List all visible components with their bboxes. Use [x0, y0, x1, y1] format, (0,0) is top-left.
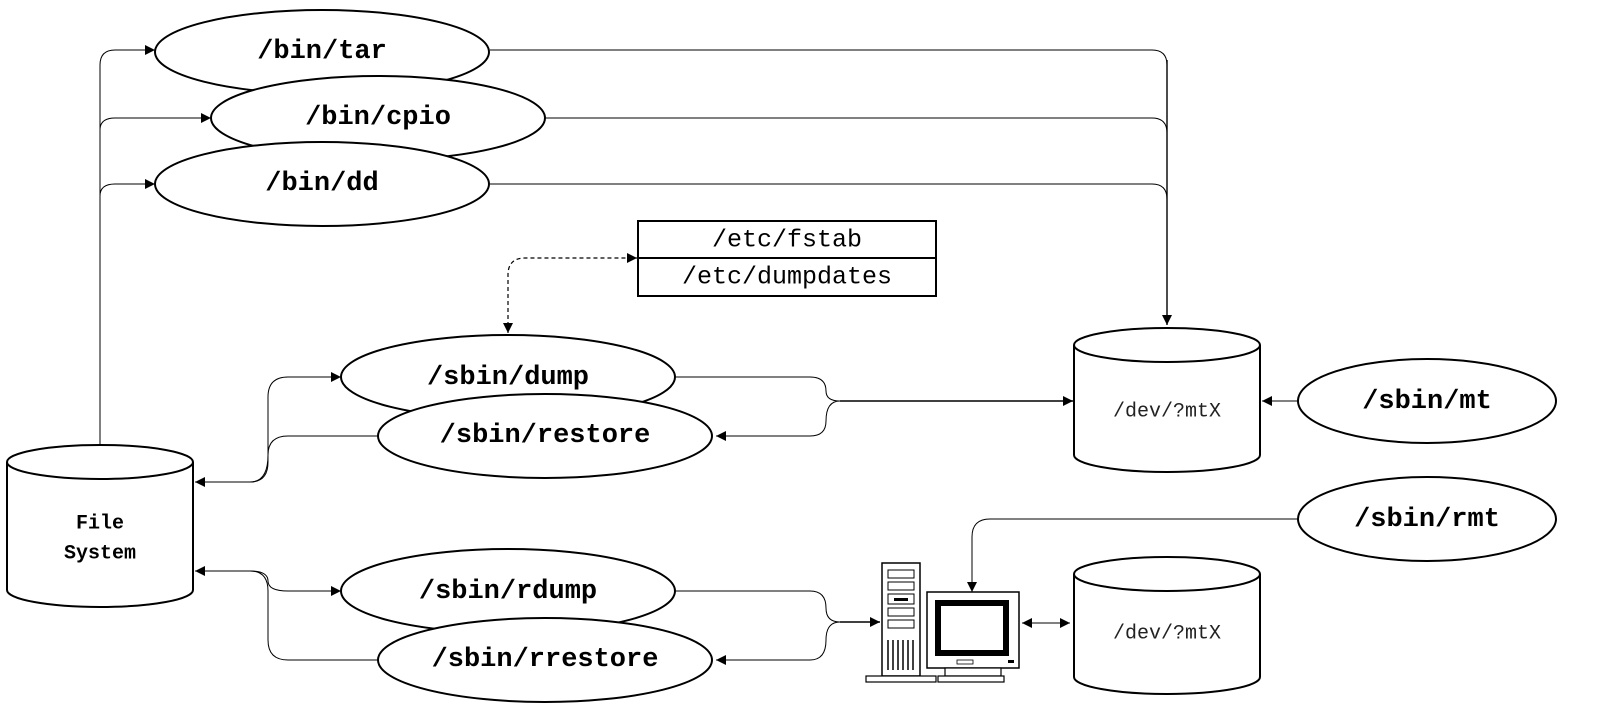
computer-icon	[865, 562, 1020, 683]
tar-to-tape-line	[490, 49, 1168, 66]
label-bin-tar: /bin/tar	[257, 37, 387, 67]
filesystem-label-line1: File	[76, 513, 124, 536]
node-sbin-mt: /sbin/mt	[1297, 358, 1557, 444]
config-dumpdates: /etc/dumpdates	[682, 263, 892, 292]
host-to-rrestore-line	[716, 621, 841, 665]
node-bin-cpio: /bin/cpio	[210, 75, 546, 161]
node-bin-dd: /bin/dd	[154, 141, 490, 227]
rmt-to-host-line	[967, 518, 1298, 592]
fs-to-cpio-line	[99, 113, 211, 131]
dump-to-tape-line	[676, 376, 841, 402]
fs-to-dump-line	[200, 372, 341, 483]
remote-tape-device: /dev/?mtX	[1073, 556, 1261, 695]
label-sbin-rdump: /sbin/rdump	[419, 577, 597, 607]
node-sbin-rmt: /sbin/rmt	[1297, 476, 1557, 562]
remote-tape-label: /dev/?mtX	[1113, 623, 1221, 646]
node-bin-tar: /bin/tar	[154, 9, 490, 95]
filesystem-cylinder: File System	[6, 444, 194, 608]
label-sbin-rrestore: /sbin/rrestore	[432, 645, 659, 675]
dd-to-tape-line	[490, 183, 1168, 200]
label-bin-dd: /bin/dd	[265, 169, 378, 199]
node-sbin-restore: /sbin/restore	[377, 393, 713, 479]
label-sbin-restore: /sbin/restore	[440, 421, 651, 451]
fs-to-dd-line	[99, 179, 155, 197]
dump-config-link	[503, 253, 637, 333]
label-sbin-dump: /sbin/dump	[427, 363, 589, 393]
fs-to-tar-line	[99, 45, 155, 445]
cpio-to-tape-line	[546, 117, 1168, 134]
restore-to-fs-line	[195, 435, 378, 487]
label-sbin-rmt: /sbin/rmt	[1354, 505, 1500, 535]
rdump-to-host-line	[676, 590, 841, 623]
node-sbin-rdump: /sbin/rdump	[340, 548, 676, 634]
fs-to-rdump-line	[200, 570, 341, 596]
filesystem-label-line2: System	[64, 543, 136, 566]
config-files-box: /etc/fstab /etc/dumpdates	[637, 220, 937, 297]
local-tape-label: /dev/?mtX	[1113, 401, 1221, 424]
label-sbin-mt: /sbin/mt	[1362, 387, 1492, 417]
local-tape-device: /dev/?mtX	[1073, 327, 1261, 473]
label-bin-cpio: /bin/cpio	[305, 103, 451, 133]
tape-to-restore-line	[716, 400, 841, 441]
rrestore-to-fs-line	[195, 566, 378, 661]
config-fstab: /etc/fstab	[712, 226, 862, 255]
node-sbin-rrestore: /sbin/rrestore	[377, 617, 713, 703]
